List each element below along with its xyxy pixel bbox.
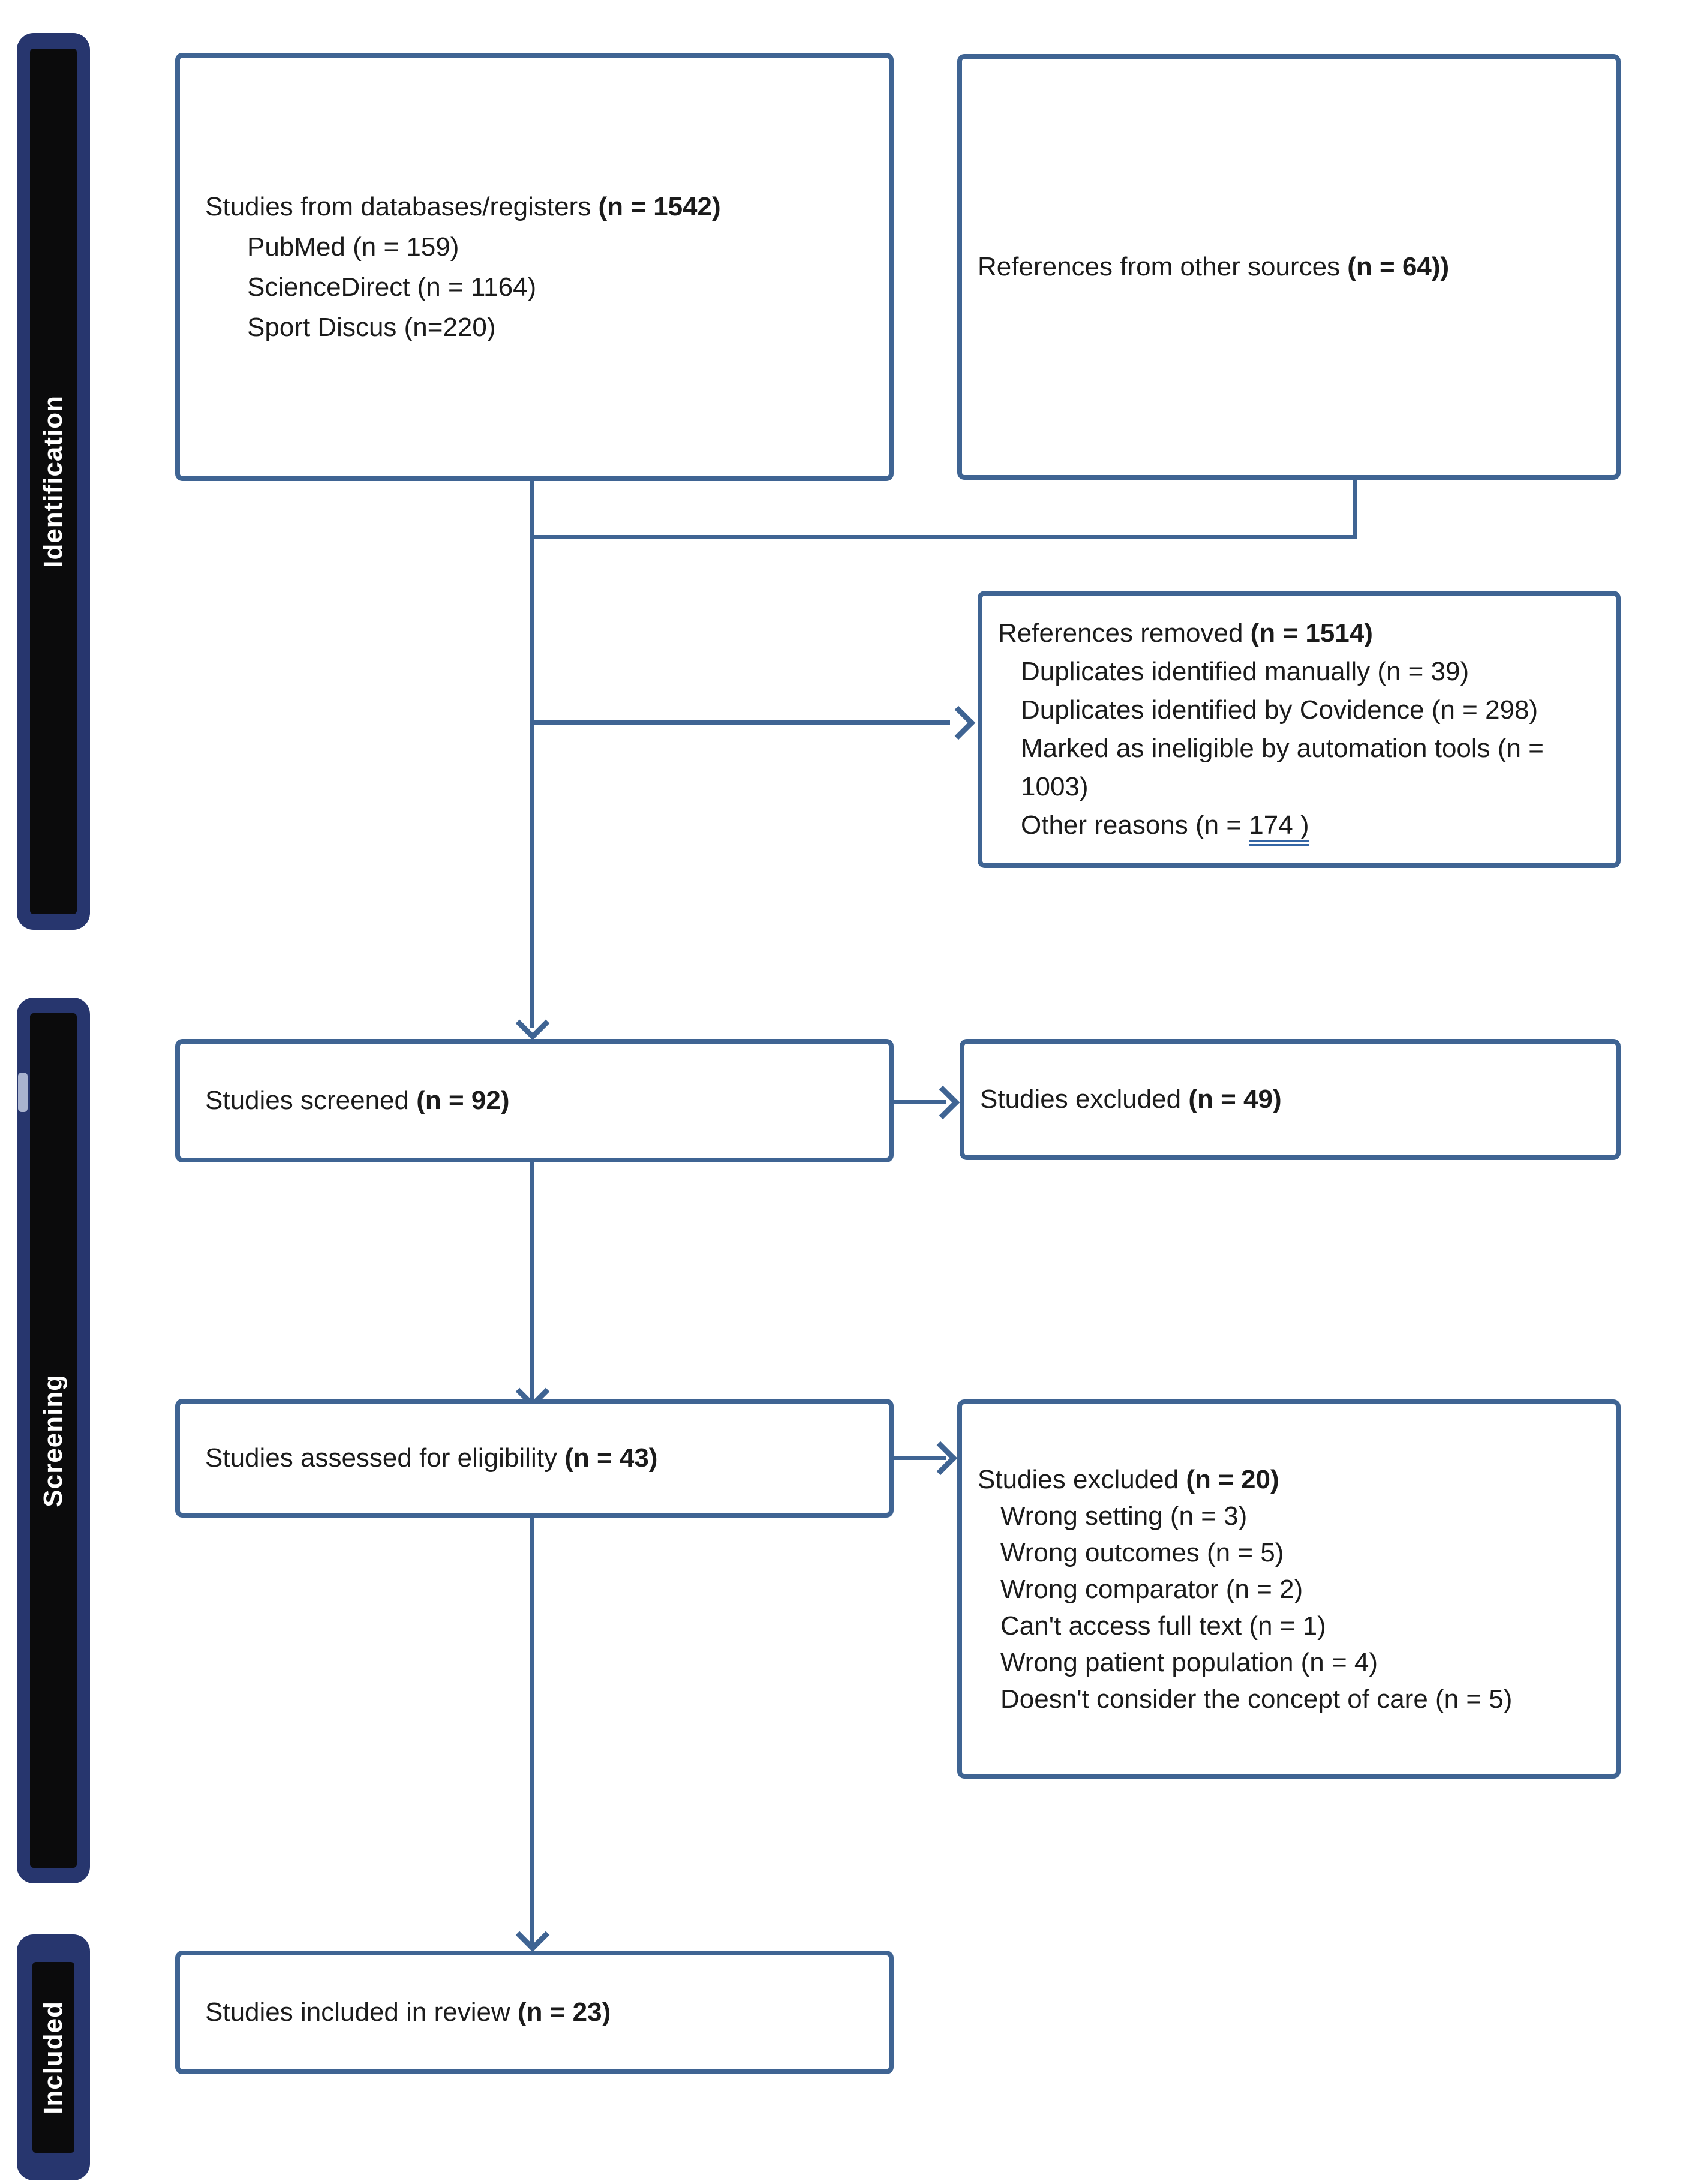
list-item: Wrong comparator (n = 2) bbox=[1000, 1574, 1303, 1604]
box-title: Studies included in review bbox=[205, 1997, 518, 2027]
arrowhead-right-excluded-screening-icon bbox=[925, 1085, 960, 1120]
connector-merge-horizontal bbox=[530, 535, 1357, 539]
list-item: Doesn't consider the concept of care (n … bbox=[1000, 1684, 1513, 1714]
connector-assessed-to-included bbox=[530, 1518, 534, 1946]
box-title-row: References from other sources (n = 64)) bbox=[978, 248, 1605, 286]
box-count: (n = 1542) bbox=[598, 192, 721, 221]
connector-assessed-to-excluded bbox=[894, 1456, 946, 1460]
box-other-sources: References from other sources (n = 64)) bbox=[957, 54, 1621, 480]
box-studies-databases: Studies from databases/registers (n = 15… bbox=[175, 53, 894, 481]
stage-bar-screening-panel: Screening bbox=[30, 1013, 77, 1868]
box-title: References removed bbox=[998, 618, 1251, 648]
box-title-row: References removed (n = 1514) bbox=[998, 614, 1605, 653]
connector-screened-to-assessed bbox=[530, 1162, 534, 1402]
stage-label-identification: Identification bbox=[38, 395, 68, 568]
arrowhead-right-excluded-eligibility-icon bbox=[923, 1441, 958, 1476]
box-title: Studies excluded bbox=[978, 1464, 1186, 1494]
stage-bar-included: Included bbox=[17, 1934, 90, 2180]
box-title: Studies screened bbox=[205, 1086, 417, 1115]
list-item: PubMed (n = 159) bbox=[247, 232, 459, 262]
box-studies-screened: Studies screened (n = 92) bbox=[175, 1039, 894, 1162]
stage-label-included: Included bbox=[38, 2000, 68, 2114]
box-title-row: Studies screened (n = 92) bbox=[205, 1082, 877, 1120]
list-item: Sport Discus (n=220) bbox=[247, 313, 496, 342]
box-studies-assessed: Studies assessed for eligibility (n = 43… bbox=[175, 1399, 894, 1518]
box-count: (n = 1514) bbox=[1250, 618, 1373, 648]
box-title: Studies from databases/registers bbox=[205, 192, 599, 221]
list-item: Duplicates identified manually (n = 39) bbox=[1021, 657, 1469, 686]
box-count: (n = 49) bbox=[1188, 1085, 1282, 1114]
box-title-row: Studies excluded (n = 20) bbox=[978, 1461, 1605, 1498]
list-item: Marked as ineligible by automation tools… bbox=[1021, 734, 1544, 801]
stage-label-screening: Screening bbox=[38, 1374, 68, 1507]
box-references-removed: References removed (n = 1514) Duplicates… bbox=[978, 591, 1621, 868]
list-item-other-reasons: Other reasons (n = 174 ) bbox=[998, 806, 1605, 846]
box-studies-excluded-screening: Studies excluded (n = 49) bbox=[960, 1039, 1621, 1160]
stage-bar-identification: Identification bbox=[17, 33, 90, 930]
list-item: Can't access full text (n = 1) bbox=[1000, 1611, 1326, 1641]
list-item: Wrong outcomes (n = 5) bbox=[1000, 1537, 1284, 1567]
list-item: Wrong patient population (n = 4) bbox=[1000, 1647, 1378, 1677]
box-title: References from other sources bbox=[978, 252, 1348, 281]
other-reasons-prefix: Other reasons (n = bbox=[1021, 810, 1249, 840]
box-count: (n = 23) bbox=[517, 1997, 611, 2027]
box-title-row: Studies assessed for eligibility (n = 43… bbox=[205, 1439, 877, 1477]
box-title: Studies excluded bbox=[980, 1085, 1189, 1114]
box-title-row: Studies from databases/registers (n = 15… bbox=[205, 187, 877, 227]
arrowhead-right-references-removed-icon bbox=[941, 705, 976, 740]
box-studies-excluded-eligibility: Studies excluded (n = 20) Wrong setting … bbox=[957, 1399, 1621, 1779]
connector-other-sources-stub bbox=[1353, 480, 1357, 539]
other-reasons-underlined-value: 174 ) bbox=[1249, 810, 1309, 846]
connector-spine-identification bbox=[530, 481, 534, 1028]
box-count: (n = 92) bbox=[416, 1086, 510, 1115]
list-item: Duplicates identified by Covidence (n = … bbox=[1021, 695, 1538, 725]
box-studies-included: Studies included in review (n = 23) bbox=[175, 1951, 894, 2074]
arrowhead-down-included-icon bbox=[515, 1918, 550, 1952]
list-item: Wrong setting (n = 3) bbox=[1000, 1501, 1248, 1531]
box-count: (n = 64)) bbox=[1347, 252, 1450, 281]
stage-bar-identification-panel: Identification bbox=[30, 49, 77, 914]
stage-bar-included-panel: Included bbox=[32, 1962, 74, 2153]
box-count: (n = 43) bbox=[564, 1443, 658, 1473]
tick-mark bbox=[18, 1073, 28, 1112]
connector-screened-to-excluded bbox=[894, 1100, 946, 1104]
box-count: (n = 20) bbox=[1186, 1464, 1279, 1494]
box-title: Studies assessed for eligibility bbox=[205, 1443, 565, 1473]
list-item: ScienceDirect (n = 1164) bbox=[247, 272, 537, 302]
box-title-row: Studies included in review (n = 23) bbox=[205, 1993, 877, 2032]
stage-bar-screening: Screening bbox=[17, 998, 90, 1883]
box-title-row: Studies excluded (n = 49) bbox=[980, 1080, 1605, 1119]
arrowhead-down-screened-icon bbox=[515, 1006, 550, 1041]
connector-to-references-removed bbox=[530, 720, 950, 725]
